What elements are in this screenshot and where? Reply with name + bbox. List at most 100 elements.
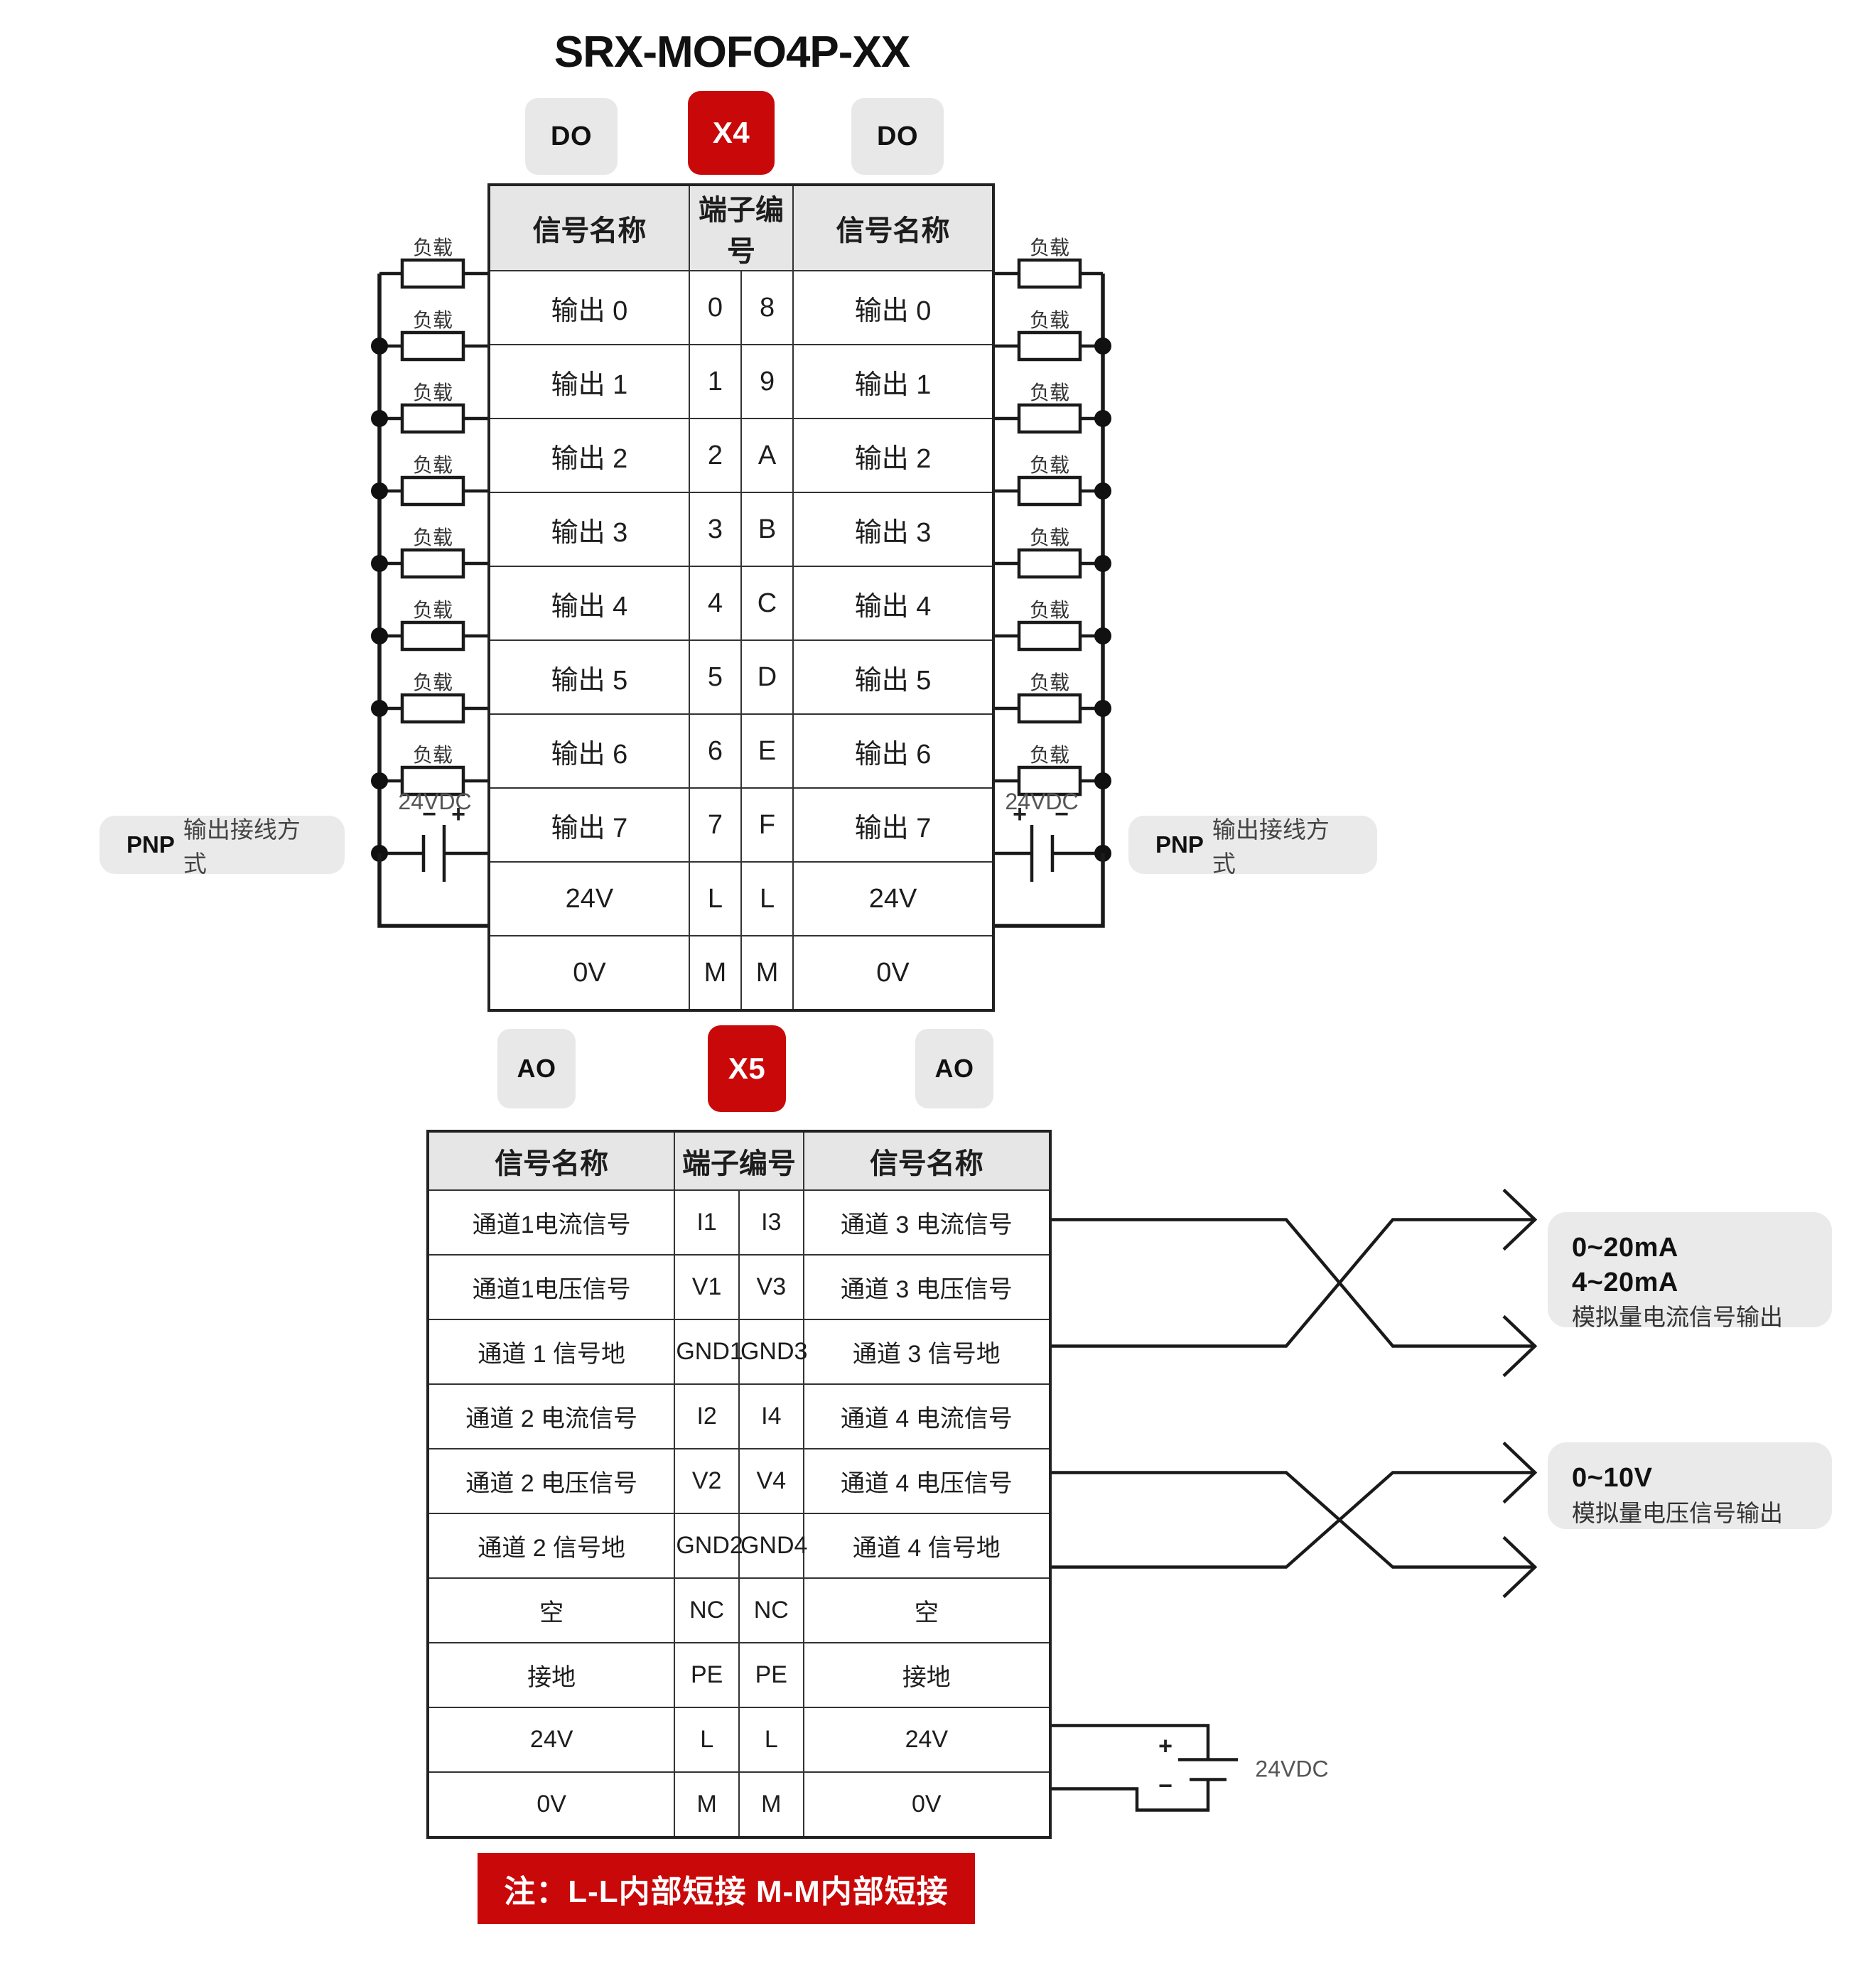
ao-left-terminal-cell: I2 (674, 1383, 740, 1449)
ao-current-pair-conductor-a (1052, 1218, 1535, 1348)
do-right-load-label-2: 负载 (1030, 382, 1069, 404)
ao-left-signal-cell: 通道1电流信号 (426, 1189, 676, 1256)
do-right-terminal-cell: A (740, 418, 794, 493)
do-right-signal-cell: 24V (792, 861, 994, 936)
pnp-note-left-bold: PNP (126, 831, 175, 858)
ao-table-header-row: 信号名称 端子编号 信号名称 (426, 1130, 1052, 1191)
do-left-supply-label: 24VDC (398, 789, 471, 814)
ao-left-signal-cell: 0V (426, 1771, 676, 1838)
do-left-battery-minus-sign: − (422, 801, 436, 828)
chip-ao-left[interactable]: AO (497, 1029, 576, 1108)
do-left-terminal-cell: 1 (688, 344, 742, 419)
ao-battery-minus-sign: − (1158, 1773, 1172, 1800)
do-left-junction-5 (371, 627, 388, 644)
do-left-load-resistor-0 (400, 258, 465, 289)
callout-current-range2: 4~20mA (1572, 1267, 1678, 1297)
do-right-signal-cell: 输出 1 (792, 344, 994, 419)
do-right-signal-cell: 输出 5 (792, 639, 994, 715)
do-left-load-resistor-6 (400, 693, 465, 724)
chip-do-right[interactable]: DO (851, 98, 944, 175)
do-right-junction-1 (1094, 338, 1111, 355)
do-left-load-label-1: 负载 (413, 309, 453, 331)
chip-x5[interactable]: X5 (708, 1025, 786, 1112)
callout-voltage-desc: 模拟量电压信号输出 (1572, 1499, 1783, 1526)
pnp-note-left: PNP 输出接线方式 (99, 816, 345, 877)
ao-right-terminal-cell: PE (738, 1642, 804, 1708)
do-right-junction-6 (1094, 700, 1111, 717)
do-left-battery-plus-sign: + (451, 801, 465, 828)
do-right-load-resistor-4 (1017, 548, 1082, 579)
do-table-header-row: 信号名称 端子编号 信号名称 (488, 184, 994, 271)
callout-current-range1: 0~20mA (1572, 1233, 1678, 1263)
ao-right-signal-cell: 0V (802, 1771, 1052, 1838)
do-right-terminal-cell: 8 (740, 270, 794, 345)
do-right-terminal-cell: C (740, 566, 794, 641)
do-left-signal-cell: 0V (488, 935, 690, 1011)
ao-left-signal-cell: 通道 1 信号地 (426, 1319, 676, 1385)
ao-right-terminal-cell: I4 (738, 1383, 804, 1449)
do-left-junction-2 (371, 410, 388, 427)
ao-right-signal-cell: 空 (802, 1577, 1052, 1643)
ao-right-signal-cell: 通道 3 信号地 (802, 1319, 1052, 1385)
ao-right-signal-cell: 24V (802, 1707, 1052, 1773)
do-left-load-label-7: 负载 (413, 744, 453, 766)
do-left-terminal-cell: 5 (688, 639, 742, 715)
do-left-load-label-3: 负载 (413, 454, 453, 476)
do-right-load-resistor-6 (1017, 693, 1082, 724)
do-right-load-resistor-2 (1017, 403, 1082, 434)
do-left-signal-cell: 输出 0 (488, 270, 690, 345)
do-left-junction-4 (371, 555, 388, 572)
ao-right-signal-cell: 通道 3 电压信号 (802, 1254, 1052, 1320)
do-left-terminal-cell: L (688, 861, 742, 936)
do-right-signal-cell: 输出 4 (792, 566, 994, 641)
do-left-load-label-6: 负载 (413, 671, 453, 693)
ao-left-signal-cell: 通道 2 电压信号 (426, 1448, 676, 1514)
do-right-junction-5 (1094, 627, 1111, 644)
do-left-terminal-cell: 3 (688, 492, 742, 567)
do-right-junction-3 (1094, 482, 1111, 500)
do-left-load-label-4: 负载 (413, 527, 453, 549)
chip-x4[interactable]: X4 (688, 91, 775, 175)
ao-left-signal-cell: 24V (426, 1707, 676, 1773)
do-header-left-signal: 信号名称 (488, 184, 690, 271)
callout-voltage-range1: 0~10V (1572, 1463, 1653, 1493)
footer-note: 注：L-L内部短接 M-M内部短接 (478, 1853, 975, 1924)
ao-left-terminal-cell: NC (674, 1577, 740, 1643)
ao-left-terminal-cell: GND2 (674, 1513, 743, 1579)
do-left-junction-7 (371, 772, 388, 789)
ao-right-terminal-cell: NC (738, 1577, 804, 1643)
ao-left-terminal-cell: V2 (674, 1448, 740, 1514)
chip-do-left[interactable]: DO (525, 98, 618, 175)
chip-ao-right[interactable]: AO (915, 1029, 993, 1108)
do-right-battery-plus-sign: + (1013, 801, 1027, 828)
do-right-terminal-cell: D (740, 639, 794, 715)
ao-supply-lead-negative (1052, 1779, 1210, 1812)
ao-right-terminal-cell: GND3 (738, 1319, 807, 1385)
do-right-terminal-cell: F (740, 787, 794, 863)
do-left-load-resistor-3 (400, 475, 465, 507)
pnp-note-right-bold: PNP (1155, 831, 1204, 858)
ao-left-terminal-cell: V1 (674, 1254, 740, 1320)
do-left-junction-3 (371, 482, 388, 500)
do-left-terminal-cell: M (688, 935, 742, 1011)
ao-right-signal-cell: 通道 4 电流信号 (802, 1383, 1052, 1449)
pnp-note-right-text: 输出接线方式 (1212, 816, 1330, 877)
do-right-signal-cell: 0V (792, 935, 994, 1011)
ao-left-terminal-cell: GND1 (674, 1319, 743, 1385)
do-right-load-label-5: 负载 (1030, 599, 1069, 621)
ao-current-pair-conductor-b (1052, 1218, 1535, 1348)
ao-right-terminal-cell: M (738, 1771, 804, 1838)
do-left-junction-6 (371, 700, 388, 717)
do-right-signal-cell: 输出 6 (792, 713, 994, 789)
do-left-terminal-cell: 6 (688, 713, 742, 789)
ao-supply-lead-positive (1052, 1724, 1210, 1760)
